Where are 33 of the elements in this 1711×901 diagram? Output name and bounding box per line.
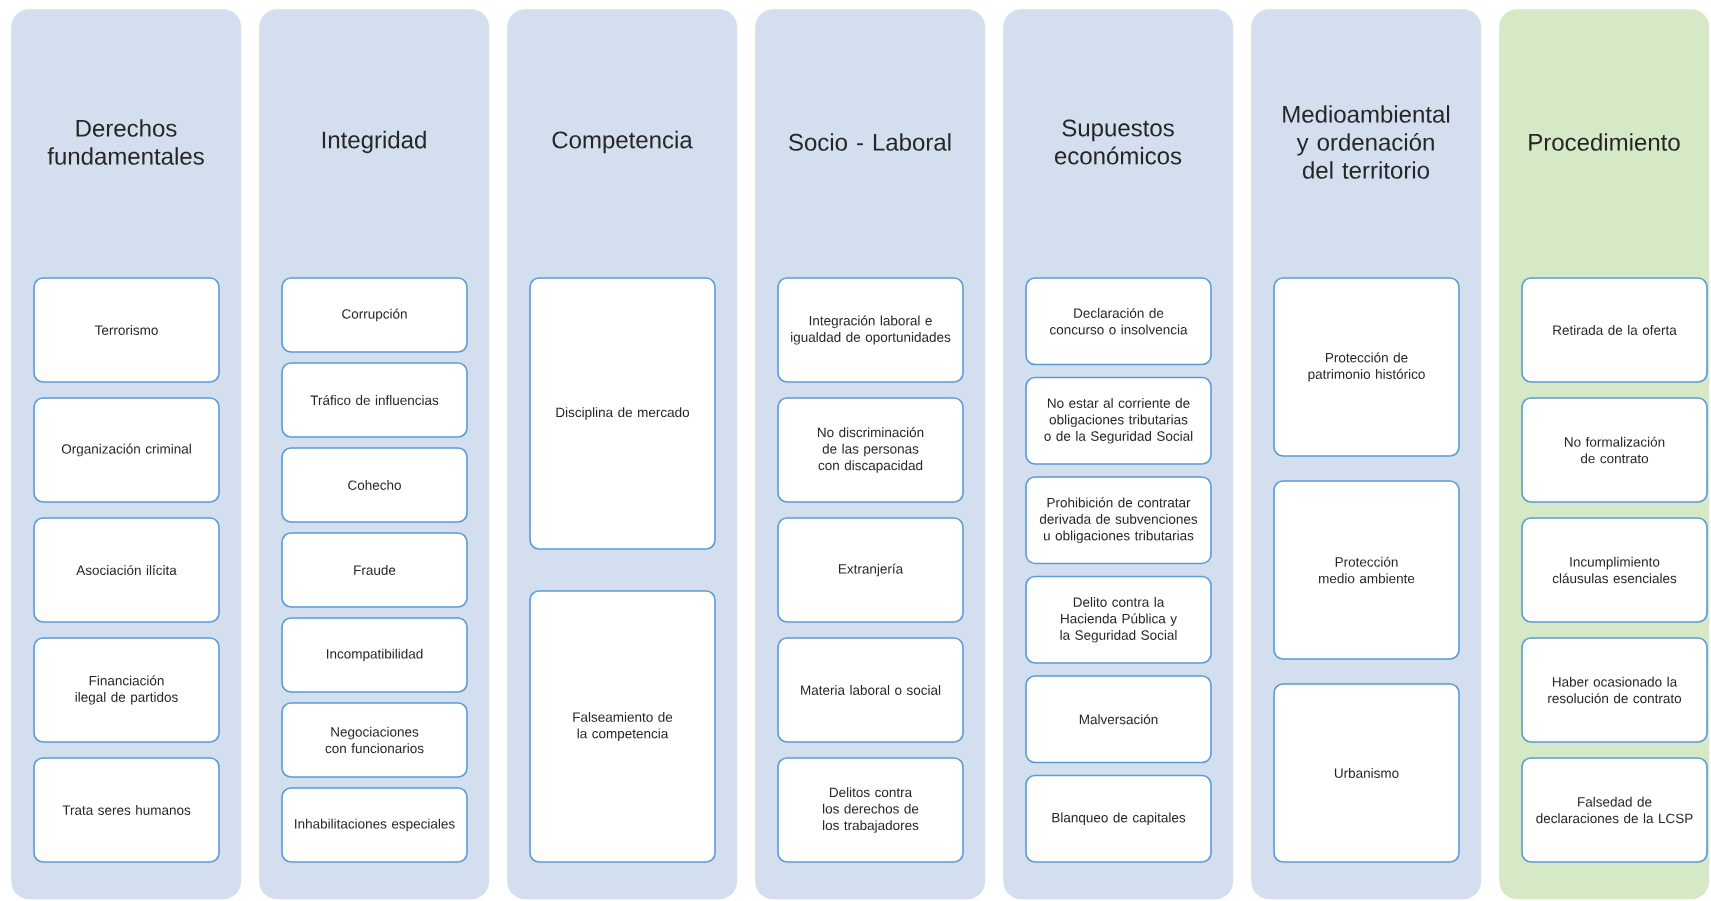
category-box: Disciplina de mercado	[529, 277, 716, 550]
category-box: Corrupción	[281, 277, 468, 353]
category-box: Organización criminal	[33, 397, 220, 503]
category-box: Prohibición de contratar derivada de subvenciones u obligaciones tributarias	[1025, 476, 1212, 565]
category-box: Delitos contra los derechos de los trabajadores	[777, 757, 964, 863]
category-box: Trata seres humanos	[33, 757, 220, 863]
category-box: Blanqueo de capitales	[1025, 774, 1212, 863]
category-box: Retirada de la oferta	[1521, 277, 1708, 383]
category-box: Delito contra la Hacienda Pública y la Seguridad Social	[1025, 575, 1212, 664]
category-box: Terrorismo	[33, 277, 220, 383]
category-box: Financiación ilegal de partidos	[33, 637, 220, 743]
category-box: Urbanismo	[1273, 683, 1460, 863]
category-box: Extranjería	[777, 517, 964, 623]
category-box: No formalización de contrato	[1521, 397, 1708, 503]
category-box: Asociación ilícita	[33, 517, 220, 623]
category-box: Inhabilitaciones especiales	[281, 787, 468, 863]
category-box: Falseamiento de la competencia	[529, 590, 716, 863]
category-box: Protección de patrimonio histórico	[1273, 277, 1460, 457]
category-box: Protección medio ambiente	[1273, 480, 1460, 660]
category-box: Falsedad de declaraciones de la LCSP	[1521, 757, 1708, 863]
category-box: Incumplimiento cláusulas esenciales	[1521, 517, 1708, 623]
category-box: Fraude	[281, 532, 468, 608]
category-box: Haber ocasionado la resolución de contrato	[1521, 637, 1708, 743]
category-box: No discriminación de las personas con discapacidad	[777, 397, 964, 503]
category-box: Declaración de concurso o insolvencia	[1025, 277, 1212, 366]
category-box: Cohecho	[281, 447, 468, 523]
category-box: Integración laboral e igualdad de oportunidades	[777, 277, 964, 383]
category-box: Materia laboral o social	[777, 637, 964, 743]
category-box: Incompatibilidad	[281, 617, 468, 693]
category-box: Tráfico de influencias	[281, 362, 468, 438]
category-box: Negociaciones con funcionarios	[281, 702, 468, 778]
category-box: No estar al corriente de obligaciones tributarias o de la Seguridad Social	[1025, 376, 1212, 465]
category-box: Malversación	[1025, 675, 1212, 764]
